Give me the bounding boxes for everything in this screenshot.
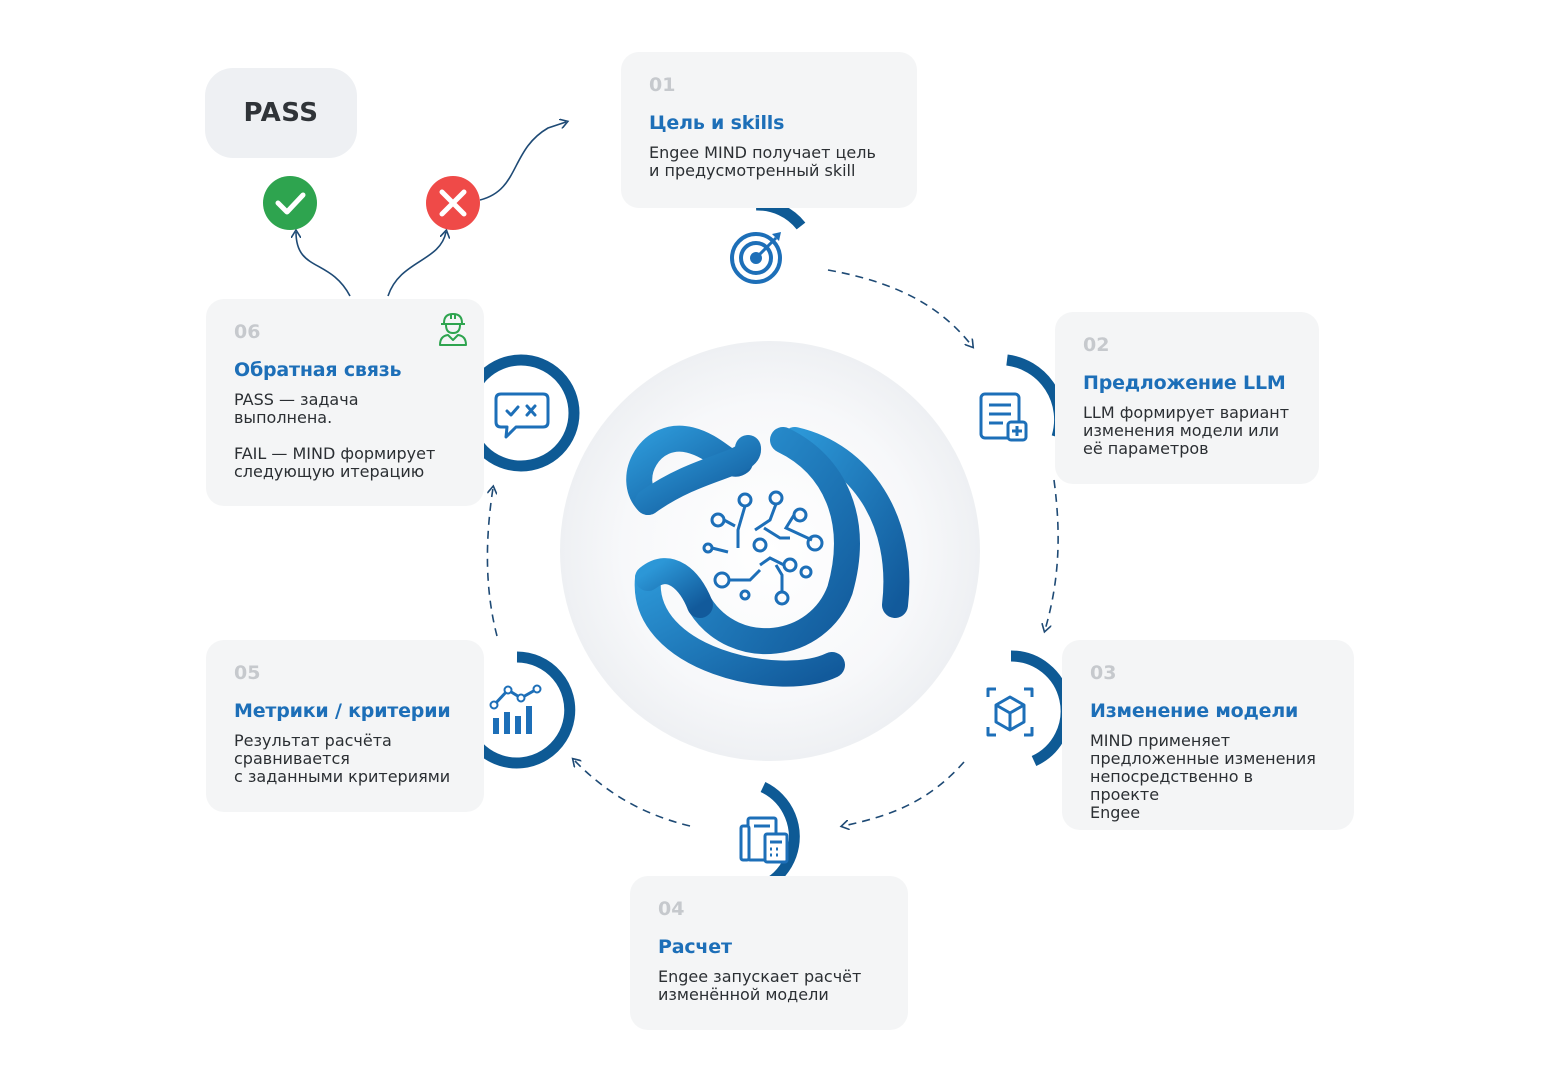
branch-to-cross bbox=[387, 232, 446, 297]
cross-icon bbox=[426, 176, 480, 230]
mind-logo bbox=[626, 425, 910, 687]
step-number: 03 bbox=[1090, 662, 1117, 684]
mind-logo-circuit bbox=[702, 490, 824, 606]
step-card-02: 02 Предложение LLM LLM формирует вариант… bbox=[1055, 312, 1319, 484]
ring-06 bbox=[468, 360, 574, 466]
step-description: Результат расчёта сравнивается с заданны… bbox=[234, 731, 451, 786]
bar-chart-icon bbox=[489, 684, 542, 734]
chat-check-icon bbox=[494, 392, 550, 439]
step-title: Изменение модели bbox=[1090, 700, 1299, 722]
cube-icon bbox=[986, 687, 1034, 737]
arrow-04-05 bbox=[574, 760, 691, 827]
step-number: 04 bbox=[658, 898, 685, 920]
step-title: Предложение LLM bbox=[1083, 372, 1286, 394]
step-title: Обратная связь bbox=[234, 359, 402, 381]
step-title: Метрики / критерии bbox=[234, 700, 451, 722]
step-number: 06 bbox=[234, 321, 261, 343]
step-number: 05 bbox=[234, 662, 261, 684]
step-number: 02 bbox=[1083, 334, 1110, 356]
step-number: 01 bbox=[649, 74, 676, 96]
branch-to-check bbox=[296, 232, 351, 297]
step-description: MIND применяет предложенные изменения не… bbox=[1090, 731, 1316, 822]
arrow-03-04 bbox=[843, 761, 965, 826]
arc-01 bbox=[755, 199, 806, 230]
arrow-02-03 bbox=[1045, 479, 1059, 630]
feedback-branches bbox=[296, 122, 566, 297]
step-card-04: 04 Расчет Engee запускает расчёт изменён… bbox=[630, 876, 908, 1030]
step-title: Цель и skills bbox=[649, 112, 785, 134]
calculator-icon bbox=[739, 816, 789, 864]
branch-to-goal bbox=[479, 122, 566, 201]
arrow-01-02 bbox=[827, 269, 972, 346]
document-icon bbox=[979, 392, 1028, 442]
worker-icon bbox=[439, 313, 467, 346]
check-icon bbox=[263, 176, 317, 230]
pass-label: PASS bbox=[205, 68, 357, 158]
step-card-05: 05 Метрики / критерии Результат расчёта … bbox=[206, 640, 484, 812]
step-description: LLM формирует вариант изменения модели и… bbox=[1083, 403, 1290, 458]
step-title: Расчет bbox=[658, 936, 732, 958]
step-card-03: 03 Изменение модели MIND применяет предл… bbox=[1062, 640, 1354, 830]
cycle-arrows bbox=[486, 269, 1059, 827]
arrow-05-06 bbox=[486, 488, 498, 637]
center-halo bbox=[560, 341, 980, 761]
target-icon bbox=[730, 232, 782, 284]
step-description: Engee MIND получает цель и предусмотренн… bbox=[649, 143, 876, 180]
step-card-06: 06 Обратная связь PASS — задача выполнен… bbox=[206, 299, 484, 506]
step-description: PASS — задача выполнена. FAIL — MIND фор… bbox=[234, 390, 436, 481]
step-description: Engee запускает расчёт изменённой модели bbox=[658, 967, 862, 1004]
step-card-01: 01 Цель и skills Engee MIND получает цел… bbox=[621, 52, 917, 208]
